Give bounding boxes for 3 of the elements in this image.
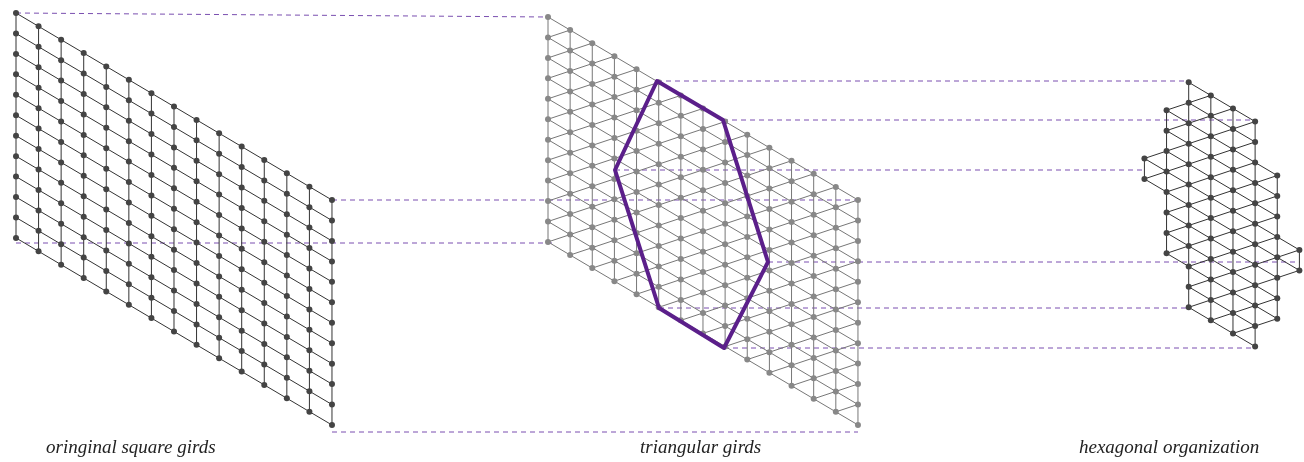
- caption: triangular girds: [640, 436, 762, 458]
- caption: hexagonal organization: [1079, 436, 1260, 458]
- caption: oringinal square girds: [46, 436, 216, 458]
